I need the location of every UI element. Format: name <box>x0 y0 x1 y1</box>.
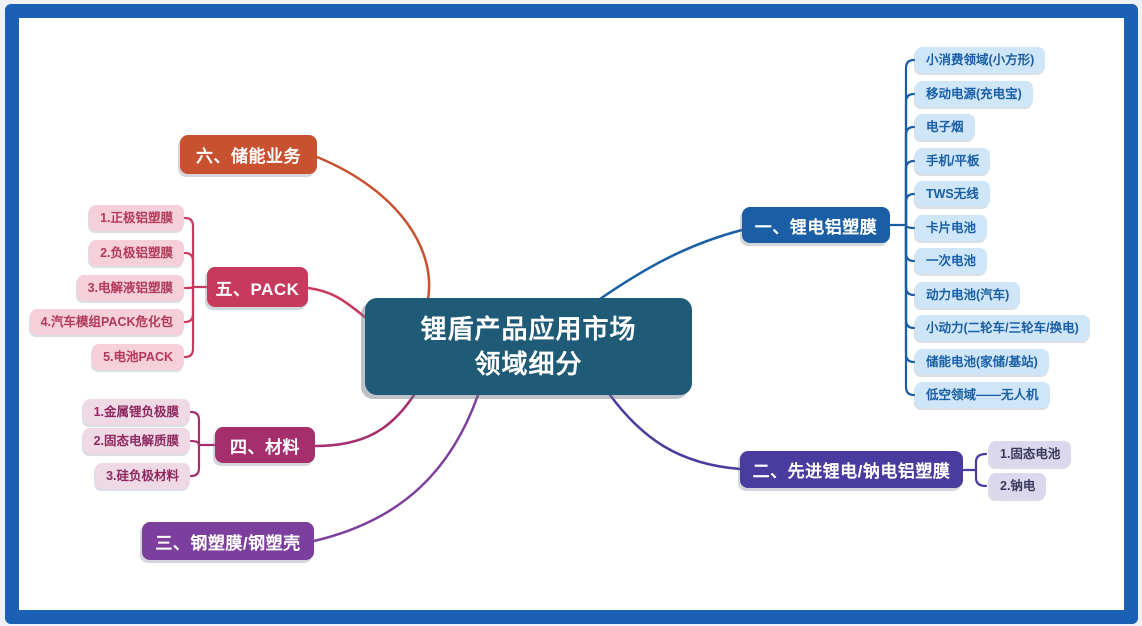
child-node-pack-hazmat-package: 4.汽车模组PACK危化包 <box>29 309 184 335</box>
branch-node-5-pack: 五、PACK <box>207 267 308 307</box>
child-node-solid-electrolyte-film: 2.固态电解质膜 <box>82 428 190 454</box>
child-node-phone-tablet: 手机/平板 <box>915 148 991 174</box>
child-node-silicon-anode-material: 3.硅负极材料 <box>95 463 190 489</box>
child-node-sodium-battery: 2.钠电 <box>989 473 1047 499</box>
child-node-storage-battery: 储能电池(家储/基站) <box>915 349 1049 375</box>
child-node-anode-aluminum-film: 2.负极铝塑膜 <box>89 240 184 266</box>
child-node-electrolyte-aluminum-film: 3.电解液铝塑膜 <box>76 275 184 301</box>
branch-node-2-advanced-lithium-sodium-film: 二、先进锂电/钠电铝塑膜 <box>740 451 963 488</box>
child-node-card-battery: 卡片电池 <box>915 215 988 241</box>
branch-node-1-lithium-aluminum-film: 一、锂电铝塑膜 <box>742 207 890 243</box>
child-node-small-consumer: 小消费领域(小方形) <box>915 47 1046 73</box>
child-node-ecigarette: 电子烟 <box>915 114 975 140</box>
branch-node-6-energy-storage: 六、储能业务 <box>180 135 317 174</box>
central-topic-node: 锂盾产品应用市场 领域细分 <box>365 298 692 395</box>
child-node-lithium-metal-anode-film: 1.金属锂负极膜 <box>82 399 190 425</box>
child-node-low-altitude-drone: 低空领域——无人机 <box>915 382 1050 408</box>
child-node-power-bank: 移动电源(充电宝) <box>915 81 1033 107</box>
child-node-battery-pack: 5.电池PACK <box>92 344 184 370</box>
central-title-line2: 领域细分 <box>474 348 583 379</box>
central-title-line1: 锂盾产品应用市场 <box>420 314 637 345</box>
child-node-tws-wireless: TWS无线 <box>915 181 990 207</box>
child-node-primary-battery: 一次电池 <box>915 248 988 274</box>
branch-node-3-steel-plastic-film-shell: 三、钢塑膜/钢塑壳 <box>142 522 314 560</box>
child-node-light-power: 小动力(二轮车/三轮车/换电) <box>915 315 1090 341</box>
child-node-cathode-aluminum-film: 1.正极铝塑膜 <box>89 205 184 231</box>
branch-node-4-materials: 四、材料 <box>215 427 315 463</box>
child-node-solid-state-battery: 1.固态电池 <box>989 441 1072 467</box>
child-node-ev-power-battery: 动力电池(汽车) <box>915 282 1021 308</box>
